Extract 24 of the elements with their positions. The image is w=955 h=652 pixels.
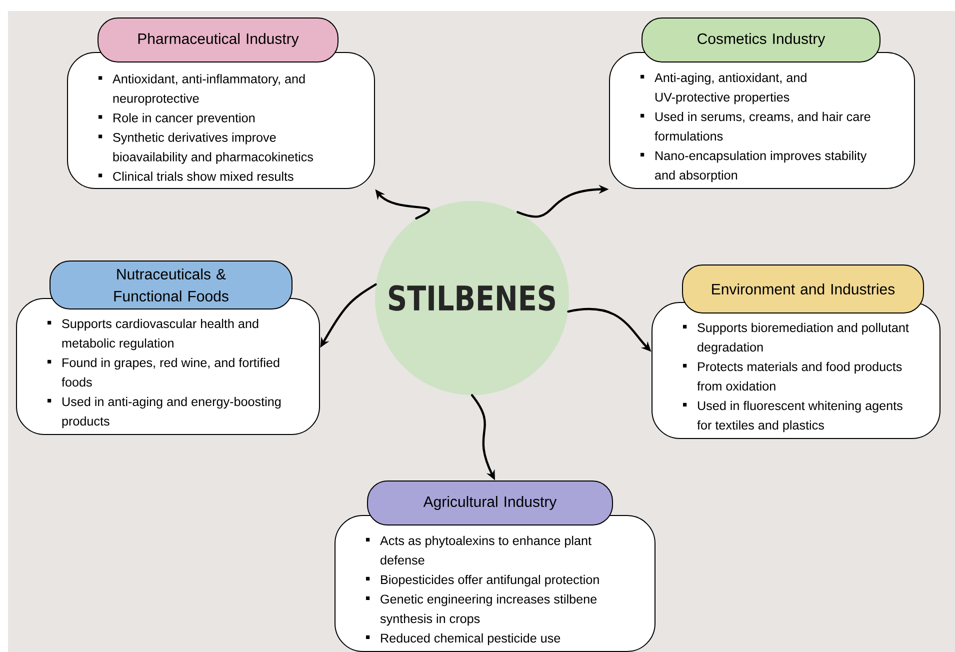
heading-text: Nutraceuticals & Functional Foods bbox=[114, 268, 228, 302]
heading-text: Pharmaceutical Industry bbox=[138, 33, 299, 47]
bullet-item: Antioxidant, anti-inflammatory, and neuroprotective bbox=[98, 74, 305, 106]
bullet-item: Supports cardiovascular health and metabolic regulation bbox=[48, 318, 258, 350]
bullet-item: Used in serums, creams, and hair care formulations bbox=[640, 112, 870, 141]
title-text: STILBENES bbox=[389, 285, 555, 311]
bullet-item: Used in anti-aging and energy-boosting products bbox=[48, 396, 281, 428]
heading-text: Environment and Industries bbox=[712, 283, 895, 294]
bullet-item: Biopesticides offer antifungal protection bbox=[366, 574, 599, 587]
bullet-item: Role in cancer prevention bbox=[98, 113, 255, 125]
bullet-item: Anti-aging, antioxidant, and UV-protective properties bbox=[640, 72, 806, 104]
bullet-item: Reduced chemical pesticide use bbox=[366, 633, 560, 646]
bullet-item: Acts as phytoalexins to enhance plant defense bbox=[366, 536, 592, 565]
bullet-item: Protects materials and food products from oxidation bbox=[683, 362, 902, 391]
bullet-item: Used in fluorescent whitening agents for textiles and plastics bbox=[683, 400, 902, 432]
heading-text: Cosmetics Industry bbox=[698, 33, 826, 47]
heading-text: Agricultural Industry bbox=[423, 496, 557, 510]
bullet-item: Synthetic derivatives improve bioavailability and pharmacokinetics bbox=[98, 132, 313, 164]
bullet-item: Supports bioremediation and pollutant degradation bbox=[683, 322, 909, 354]
bullet-item: Genetic engineering increases stilbene synthesis in crops bbox=[366, 594, 597, 626]
bullet-item: Clinical trials show mixed results bbox=[98, 172, 294, 181]
center-circle bbox=[375, 201, 569, 395]
bullet-item: Nano-encapsulation improves stability and absorption bbox=[640, 150, 867, 182]
bullet-item: Found in grapes, red wine, and fortified foods bbox=[48, 358, 280, 387]
